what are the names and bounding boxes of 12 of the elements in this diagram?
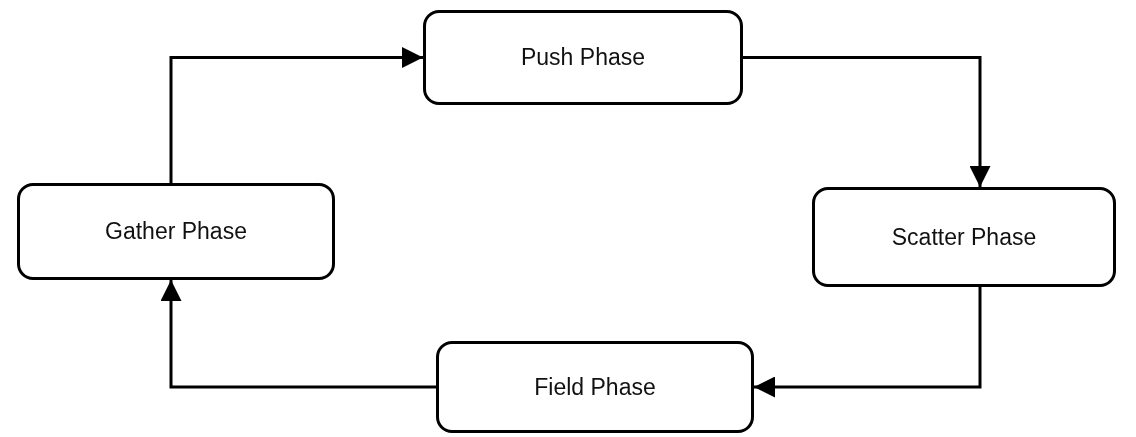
- process-box: [423, 10, 743, 105]
- box-label: Field Phase: [534, 373, 656, 401]
- box-label: Gather Phase: [105, 218, 247, 245]
- process-box: [436, 341, 754, 433]
- box-label: Push Phase: [521, 44, 645, 71]
- process-box: [17, 183, 335, 280]
- arrow: [160, 280, 436, 389]
- box-label: Scatter Phase: [891, 223, 1037, 251]
- arrow: [169, 47, 423, 183]
- process-box: [812, 187, 1116, 287]
- arrow: [754, 287, 982, 398]
- arrow: [743, 56, 991, 187]
